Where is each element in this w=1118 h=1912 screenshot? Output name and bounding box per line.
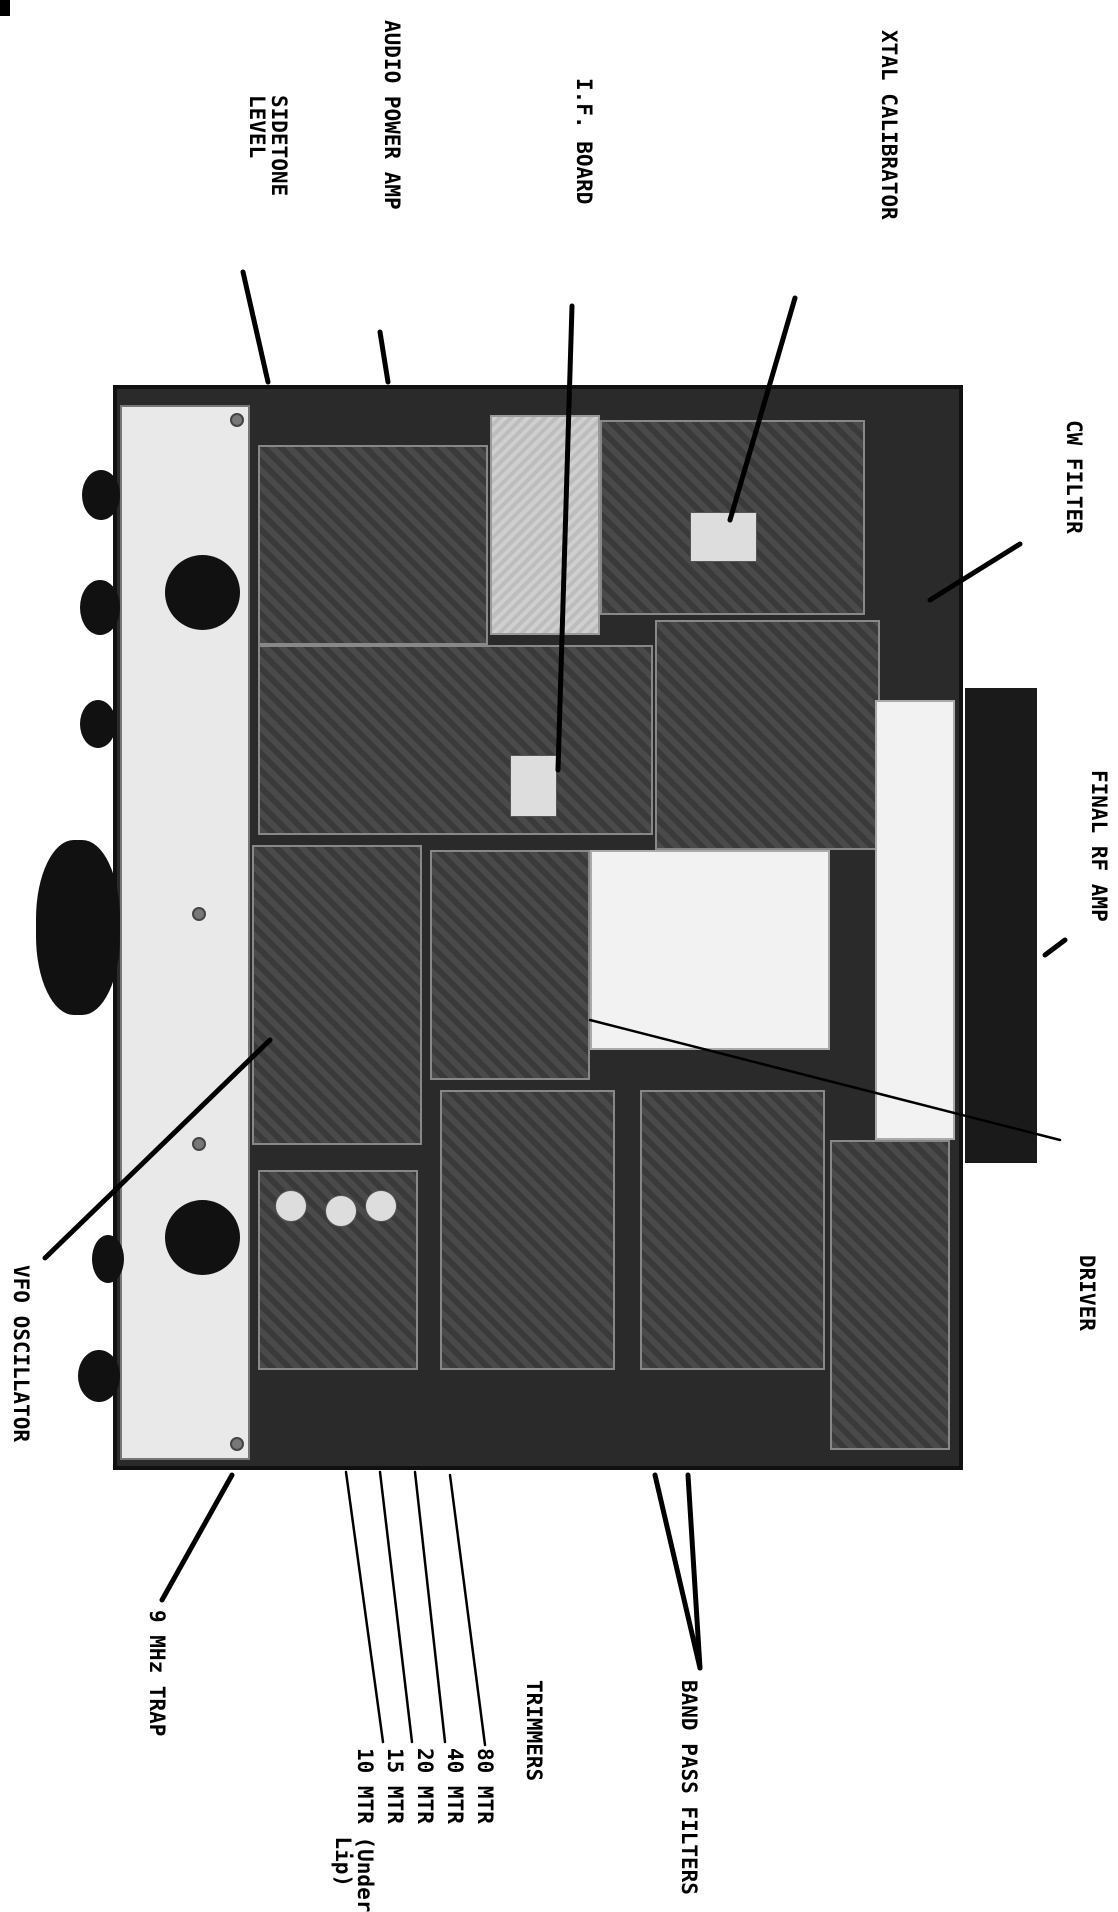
panel-knob <box>80 700 116 748</box>
nine-mhz-trap-label: 9 MHz TRAP <box>145 1610 169 1737</box>
mode-knob <box>165 1200 240 1275</box>
nine-mhz-trap-leader <box>159 1472 235 1603</box>
trimmers-20-mtr: 20 MTR <box>413 1748 437 1824</box>
if-board-leader <box>555 303 575 773</box>
band-pass-leader-2 <box>685 1472 703 1671</box>
trimmer-20-leader <box>378 1470 414 1744</box>
if-board-bracket <box>490 415 600 635</box>
xtal-calibrator-leader <box>727 295 798 523</box>
if-can <box>510 755 557 817</box>
audio-power-amp-label: AUDIO POWER AMP <box>380 20 404 210</box>
trimmers-80-mtr: 80 MTR <box>473 1748 497 1824</box>
driver-board <box>430 850 590 1080</box>
screw <box>230 1437 244 1451</box>
rear-connector-area <box>830 1140 950 1450</box>
trimmers-10-mtr: 10 MTR (Under Lip) <box>331 1748 377 1912</box>
screw <box>230 413 244 427</box>
shield-box <box>590 850 830 1050</box>
final-rf-amp-leader <box>1042 937 1068 958</box>
driver-label: DRIVER <box>1075 1255 1099 1331</box>
sidetone-leader <box>240 269 271 385</box>
tuning-dial-knob <box>36 840 120 1015</box>
trimmer-40 <box>325 1195 357 1227</box>
vfo-oscillator-label: VFO OSCILLATOR <box>9 1265 33 1443</box>
band-pass-filter-board-2 <box>640 1090 825 1370</box>
sidetone-level-label: SIDETONE LEVEL <box>245 95 291 197</box>
panel-knob <box>78 1350 120 1402</box>
panel-knob <box>82 470 120 520</box>
vfo-oscillator-leader <box>42 1037 273 1261</box>
band-pass-filter-board-1 <box>440 1090 615 1370</box>
corner-mark <box>0 0 10 16</box>
heatsink <box>965 688 1037 1163</box>
trimmers-heading: TRIMMERS <box>522 1680 546 1782</box>
if-board <box>258 645 653 835</box>
xtal-calibrator-label: XTAL CALIBRATOR <box>877 30 901 220</box>
sidetone-knob <box>165 555 240 630</box>
final-rf-amp-label: FINAL RF AMP <box>1087 770 1111 922</box>
trimmer-80-leader <box>448 1473 487 1747</box>
screw <box>192 907 206 921</box>
if-board-label: I.F. BOARD <box>572 78 596 205</box>
trimmers-15-mtr: 15 MTR <box>383 1748 407 1824</box>
band-pass-filters-label: BAND PASS FILTERS <box>677 1680 701 1895</box>
trimmer-40-leader <box>413 1470 447 1744</box>
band-pass-leader-1 <box>652 1472 703 1671</box>
audio-power-amp-board <box>258 445 488 645</box>
panel-knob <box>92 1235 124 1283</box>
screw <box>192 1137 206 1151</box>
crystal-component <box>690 512 757 562</box>
final-rf-amp-enclosure <box>875 700 955 1140</box>
panel-knob <box>80 580 120 635</box>
trimmer-80 <box>275 1190 307 1222</box>
audio-power-amp-leader <box>377 329 391 385</box>
trimmer-20 <box>365 1190 397 1222</box>
trimmer-15-leader <box>344 1470 385 1744</box>
driver-leader <box>588 1018 1062 1142</box>
vfo-enclosure <box>252 845 422 1145</box>
cw-filter-label: CW FILTER <box>1062 420 1086 534</box>
cw-filter-leader <box>927 541 1023 603</box>
trimmers-40-mtr: 40 MTR <box>443 1748 467 1824</box>
